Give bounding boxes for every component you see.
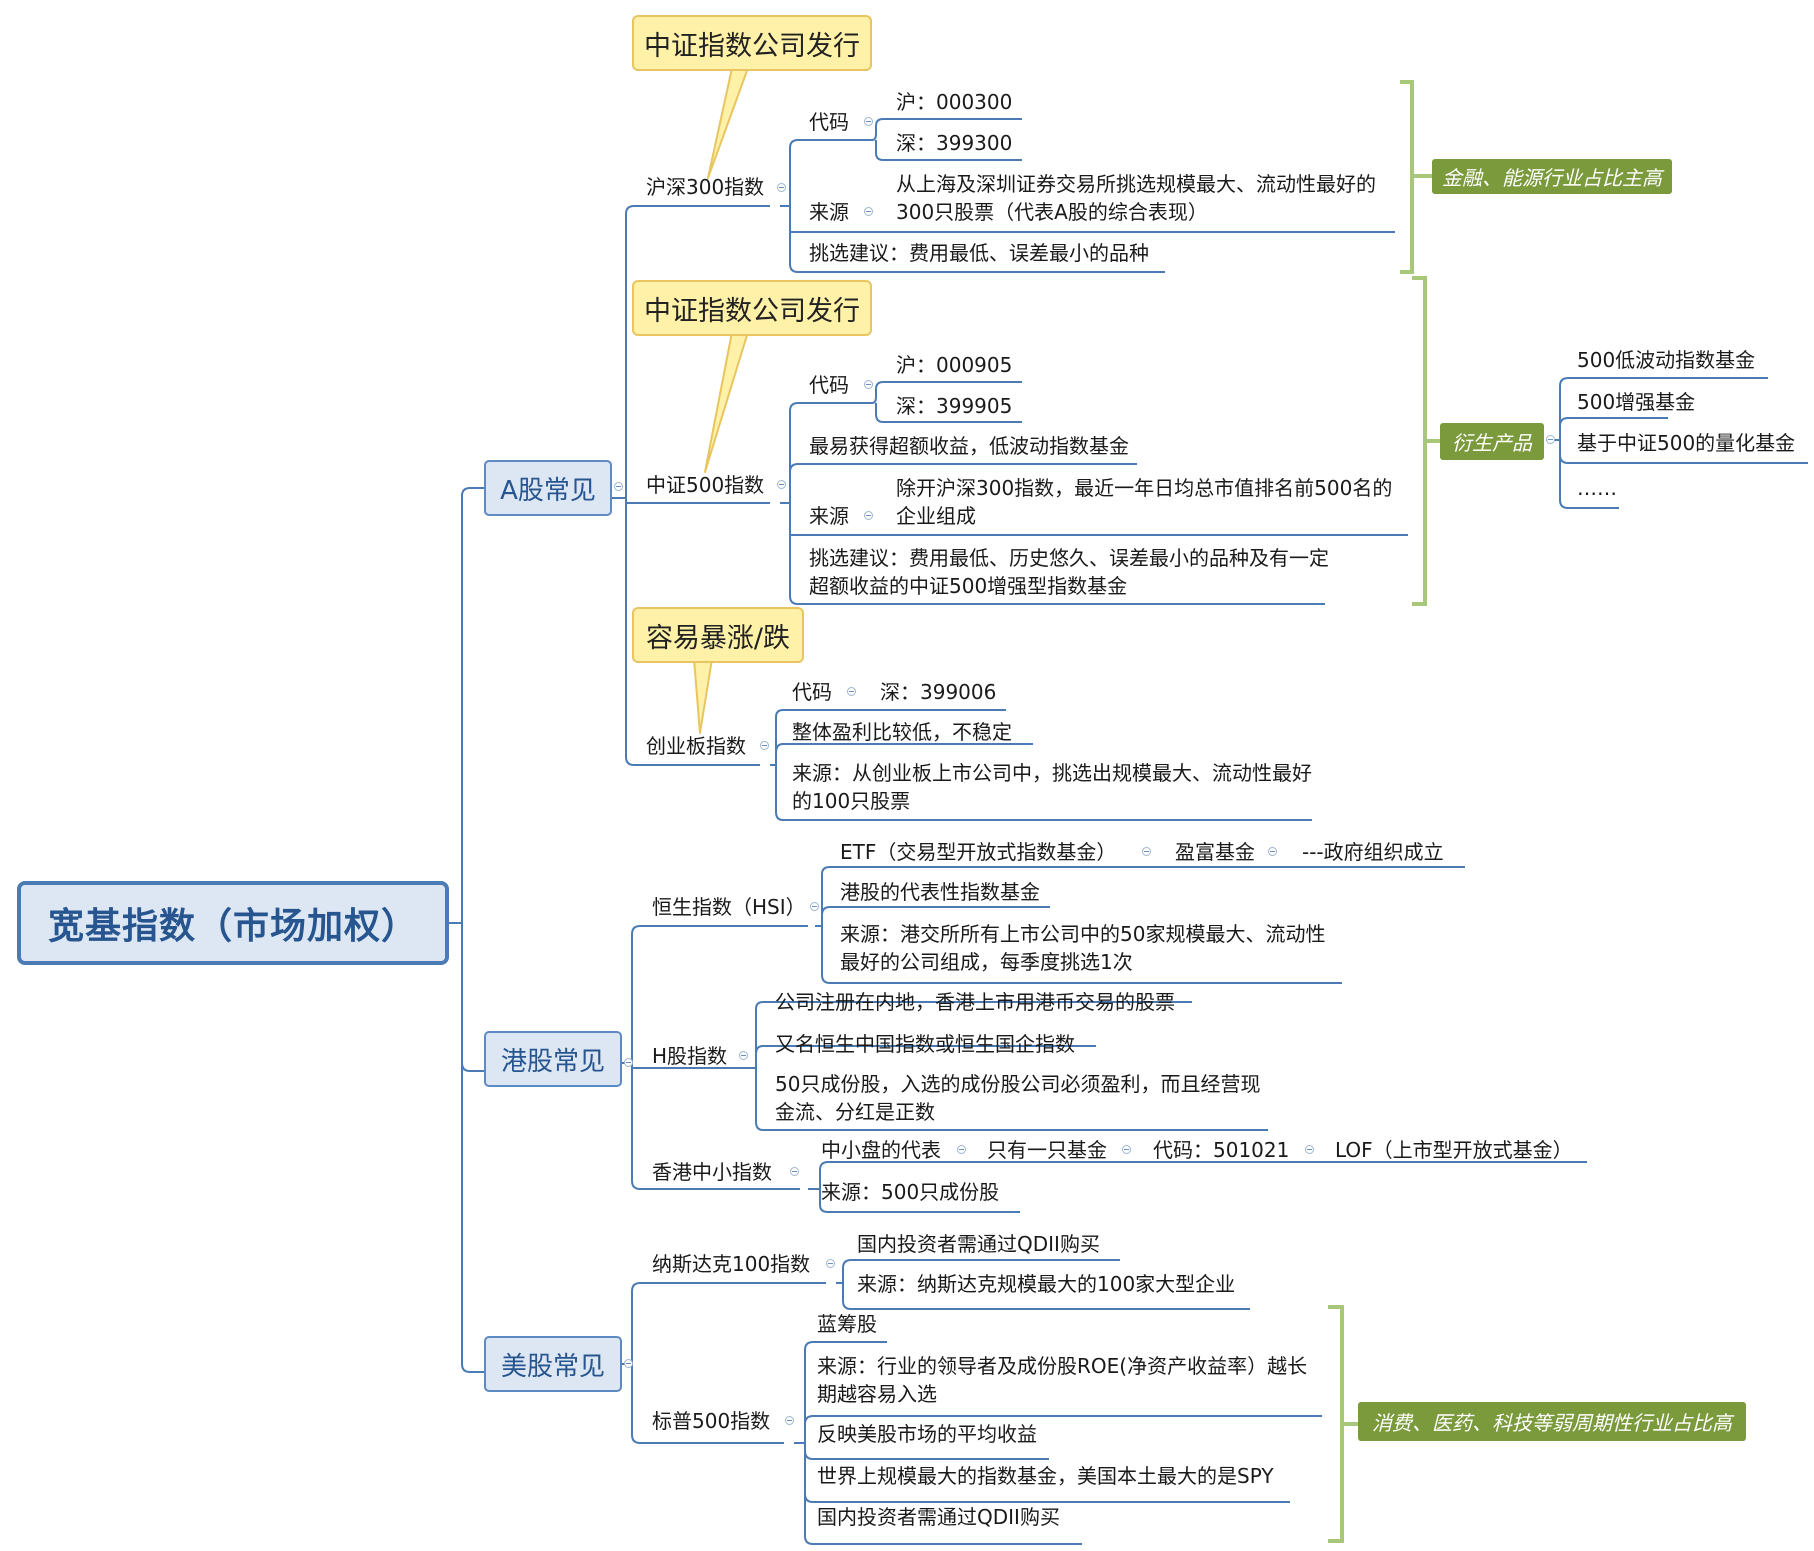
hk-small-source[interactable]: 来源：500只成份股: [821, 1180, 1000, 1204]
market-us-share[interactable]: 美股常见: [484, 1336, 622, 1392]
h-share-item-1[interactable]: 公司注册在内地，香港上市用港币交易的股票: [775, 990, 1175, 1014]
zz500-source-label[interactable]: 来源: [809, 504, 849, 528]
collapse-us-share-icon[interactable]: [624, 1359, 633, 1368]
collapse-hk-small-item2-icon[interactable]: [1122, 1145, 1131, 1154]
index-h-share[interactable]: H股指数: [652, 1044, 728, 1068]
hk-small-item-3[interactable]: 代码：501021: [1153, 1138, 1290, 1162]
zz500-source-text[interactable]: 除开沪深300指数，最近一年日均总市值排名前500名的企业组成: [896, 476, 1393, 528]
collapse-cyb-icon[interactable]: [760, 741, 769, 750]
index-zz500[interactable]: 中证500指数: [646, 473, 765, 497]
ndx-item-2[interactable]: 来源：纳斯达克规模最大的100家大型企业: [857, 1272, 1236, 1296]
hk-small-item-1[interactable]: 中小盘的代表: [821, 1138, 941, 1162]
derivative-item-4[interactable]: ……: [1577, 476, 1617, 500]
collapse-zz500-icon[interactable]: [777, 480, 786, 489]
hs300-code-label[interactable]: 代码: [809, 110, 849, 134]
hk-small-item-2[interactable]: 只有一只基金: [987, 1138, 1107, 1162]
index-cyb[interactable]: 创业板指数: [646, 734, 746, 758]
collapse-hk-small-icon[interactable]: [790, 1167, 799, 1176]
derivative-item-3[interactable]: 基于中证500的量化基金: [1577, 431, 1796, 455]
collapse-hk-share-icon[interactable]: [624, 1058, 633, 1067]
cyb-source[interactable]: 来源：从创业板上市公司中，挑选出规模最大、流动性最好的100只股票: [792, 761, 1312, 813]
hs300-code-sh[interactable]: 沪：000300: [896, 90, 1013, 114]
collapse-cyb-code-icon[interactable]: [847, 687, 856, 696]
sp500-item-4[interactable]: 世界上规模最大的指数基金，美国本土最大的是SPY: [817, 1464, 1274, 1488]
index-ndx[interactable]: 纳斯达克100指数: [652, 1252, 811, 1276]
collapse-hs300-source-icon[interactable]: [864, 207, 873, 216]
hsi-source[interactable]: 来源：港交所所有上市公司中的50家规模最大、流动性最好的公司组成，每季度挑选1次: [840, 922, 1326, 974]
hsi-etf[interactable]: ETF（交易型开放式指数基金）: [840, 840, 1117, 864]
tag-sp500-sector[interactable]: 消费、医药、科技等弱周期性行业占比高: [1358, 1402, 1746, 1441]
collapse-hk-small-item3-icon[interactable]: [1305, 1145, 1314, 1154]
hs300-code-sz[interactable]: 深：399300: [896, 131, 1013, 155]
h-share-item-2[interactable]: 又名恒生中国指数或恒生国企指数: [775, 1032, 1075, 1056]
cyb-feature[interactable]: 整体盈利比较低，不稳定: [792, 720, 1012, 744]
collapse-derivatives-icon[interactable]: [1546, 435, 1555, 444]
derivative-item-2[interactable]: 500增强基金: [1577, 390, 1696, 414]
collapse-hs300-code-icon[interactable]: [864, 117, 873, 126]
sp500-item-3[interactable]: 反映美股市场的平均收益: [817, 1422, 1037, 1446]
hs300-source-text[interactable]: 从上海及深圳证券交易所挑选规模最大、流动性最好的300只股票（代表A股的综合表现…: [896, 172, 1376, 224]
index-hs300[interactable]: 沪深300指数: [646, 175, 765, 199]
sp500-item-2[interactable]: 来源：行业的领导者及成份股ROE(净资产收益率）越长期越容易入选: [817, 1354, 1308, 1406]
h-share-item-3[interactable]: 50只成份股，入选的成份股公司必须盈利，而且经营现金流、分红是正数: [775, 1072, 1261, 1124]
callout-zz500-issuer[interactable]: 中证指数公司发行: [632, 280, 872, 336]
hk-small-item-4[interactable]: LOF（上市型开放式基金）: [1335, 1138, 1573, 1162]
collapse-hsi-icon[interactable]: [810, 902, 819, 911]
derivative-item-1[interactable]: 500低波动指数基金: [1577, 348, 1756, 372]
collapse-hsi-etf-icon[interactable]: [1142, 847, 1151, 856]
collapse-sp500-icon[interactable]: [785, 1416, 794, 1425]
collapse-ndx-icon[interactable]: [826, 1259, 835, 1268]
collapse-zz500-source-icon[interactable]: [864, 511, 873, 520]
collapse-a-share-icon[interactable]: [614, 482, 623, 491]
hs300-advice[interactable]: 挑选建议：费用最低、误差最小的品种: [809, 241, 1149, 265]
collapse-zz500-code-icon[interactable]: [864, 380, 873, 389]
hsi-etf-note[interactable]: ---政府组织成立: [1302, 840, 1444, 864]
index-hk-small[interactable]: 香港中小指数: [652, 1160, 772, 1184]
callout-hs300-issuer[interactable]: 中证指数公司发行: [632, 15, 872, 71]
cyb-code-sz[interactable]: 深：399006: [880, 680, 997, 704]
collapse-hsi-fund-icon[interactable]: [1268, 847, 1277, 856]
zz500-advice[interactable]: 挑选建议：费用最低、历史悠久、误差最小的品种及有一定超额收益的中证500增强型指…: [809, 546, 1329, 598]
tag-hs300-sector[interactable]: 金融、能源行业占比主高: [1432, 159, 1672, 194]
collapse-hk-small-item1-icon[interactable]: [957, 1145, 966, 1154]
sp500-item-1[interactable]: 蓝筹股: [817, 1312, 877, 1336]
cyb-code-label[interactable]: 代码: [792, 680, 832, 704]
root-node[interactable]: 宽基指数（市场加权）: [17, 881, 449, 965]
callout-cyb-volatile[interactable]: 容易暴涨/跌: [632, 607, 804, 663]
tag-zz500-derivatives[interactable]: 衍生产品: [1440, 423, 1544, 460]
zz500-code-label[interactable]: 代码: [809, 373, 849, 397]
zz500-code-sz[interactable]: 深：399905: [896, 394, 1013, 418]
zz500-feature[interactable]: 最易获得超额收益，低波动指数基金: [809, 434, 1129, 458]
market-a-share[interactable]: A股常见: [484, 460, 612, 516]
index-hsi[interactable]: 恒生指数（HSI）: [652, 895, 806, 919]
collapse-h-share-icon[interactable]: [739, 1051, 748, 1060]
ndx-item-1[interactable]: 国内投资者需通过QDII购买: [857, 1232, 1100, 1256]
collapse-hs300-icon[interactable]: [777, 183, 786, 192]
hsi-etf-fund[interactable]: 盈富基金: [1175, 840, 1255, 864]
hs300-source-label[interactable]: 来源: [809, 200, 849, 224]
sp500-item-5[interactable]: 国内投资者需通过QDII购买: [817, 1505, 1060, 1529]
zz500-code-sh[interactable]: 沪：000905: [896, 353, 1013, 377]
index-sp500[interactable]: 标普500指数: [652, 1409, 771, 1433]
hsi-rep[interactable]: 港股的代表性指数基金: [840, 880, 1040, 904]
market-hk-share[interactable]: 港股常见: [484, 1031, 622, 1087]
